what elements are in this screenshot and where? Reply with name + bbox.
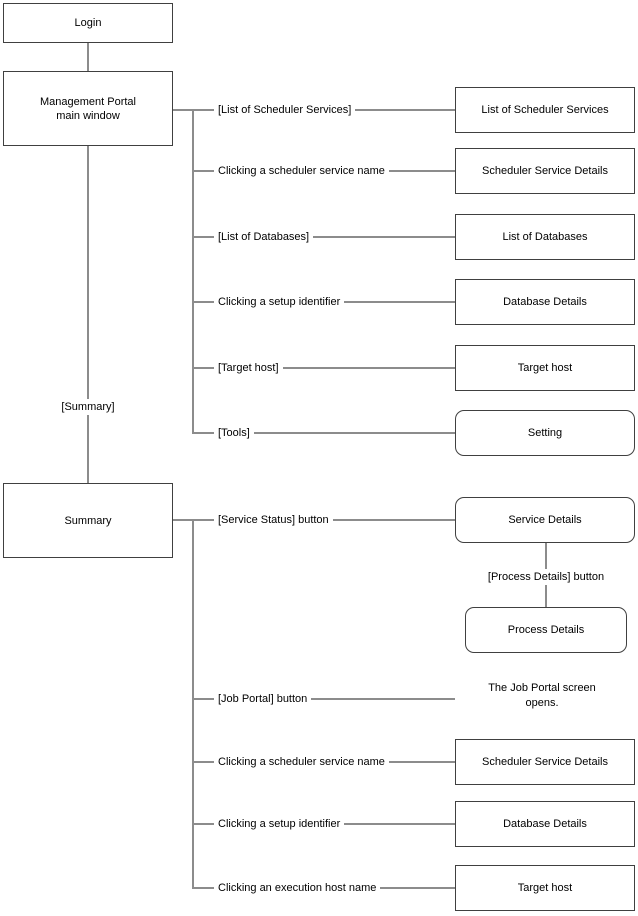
branch-label-scheduler-list: [List of Scheduler Services] — [214, 102, 356, 118]
node-database-details: Database Details — [455, 279, 635, 325]
node-list-of-scheduler-services: List of Scheduler Services — [455, 87, 635, 133]
link-label-process-details-button: [Process Details] button — [483, 569, 609, 585]
branch-label-service-status: [Service Status] button — [214, 512, 333, 528]
branch-label-database-details: Clicking a setup identifier — [214, 294, 345, 310]
branch-label-summary-scheduler-details: Clicking a scheduler service name — [214, 754, 389, 770]
node-summary-database-details-label: Database Details — [503, 818, 587, 830]
node-summary-target-host: Target host — [455, 865, 635, 911]
branch-line-database-list — [192, 236, 455, 238]
branch-line-target-host — [192, 367, 455, 369]
branch-label-summary-database-details: Clicking a setup identifier — [214, 816, 345, 832]
node-list-of-scheduler-services-label: List of Scheduler Services — [481, 104, 609, 116]
node-database-details-label: Database Details — [503, 296, 587, 308]
node-process-details: Process Details — [465, 607, 627, 653]
note-job-portal-opens: The Job Portal screen opens. — [462, 681, 622, 711]
node-target-host: Target host — [455, 345, 635, 391]
node-summary-scheduler-service-details-label: Scheduler Service Details — [482, 756, 608, 768]
note-job-portal-opens-line1: The Job Portal screen — [488, 682, 596, 694]
node-management-portal: Management Portal main window — [3, 71, 173, 146]
node-summary-label: Summary — [64, 514, 112, 527]
branch-label-scheduler-details: Clicking a scheduler service name — [214, 163, 389, 179]
node-service-details-label: Service Details — [508, 514, 582, 526]
branch-label-database-list: [List of Databases] — [214, 229, 314, 245]
branch-label-tools: [Tools] — [214, 425, 254, 441]
branch-line-tools — [192, 432, 455, 434]
branch-label-summary-target-host: Clicking an execution host name — [214, 880, 381, 896]
node-scheduler-service-details-label: Scheduler Service Details — [482, 165, 608, 177]
node-list-of-databases-label: List of Databases — [502, 231, 588, 243]
node-process-details-label: Process Details — [507, 624, 585, 636]
node-target-host-label: Target host — [517, 362, 573, 374]
node-management-portal-label-line2: main window — [56, 109, 120, 122]
link-label-summary: [Summary] — [57, 399, 119, 415]
node-setting-label: Setting — [527, 427, 563, 439]
note-job-portal-opens-line2: opens. — [525, 697, 559, 709]
branch-label-job-portal: [Job Portal] button — [214, 691, 312, 707]
trunk-portal-branches — [192, 110, 194, 434]
node-login-label: Login — [74, 17, 102, 29]
trunk-summary-branches — [192, 520, 194, 889]
node-login: Login — [3, 3, 173, 43]
node-service-details: Service Details — [455, 497, 635, 543]
connector-portal-summary — [87, 146, 89, 483]
node-summary-target-host-label: Target host — [517, 882, 573, 894]
node-list-of-databases: List of Databases — [455, 214, 635, 260]
node-setting: Setting — [455, 410, 635, 456]
node-summary-scheduler-service-details: Scheduler Service Details — [455, 739, 635, 785]
connector-login-portal — [87, 43, 89, 71]
node-scheduler-service-details: Scheduler Service Details — [455, 148, 635, 194]
node-summary: Summary — [3, 483, 173, 558]
node-summary-database-details: Database Details — [455, 801, 635, 847]
branch-line-job-portal — [192, 698, 455, 700]
branch-label-target-host: [Target host] — [214, 360, 283, 376]
node-management-portal-label-line1: Management Portal — [40, 95, 136, 108]
